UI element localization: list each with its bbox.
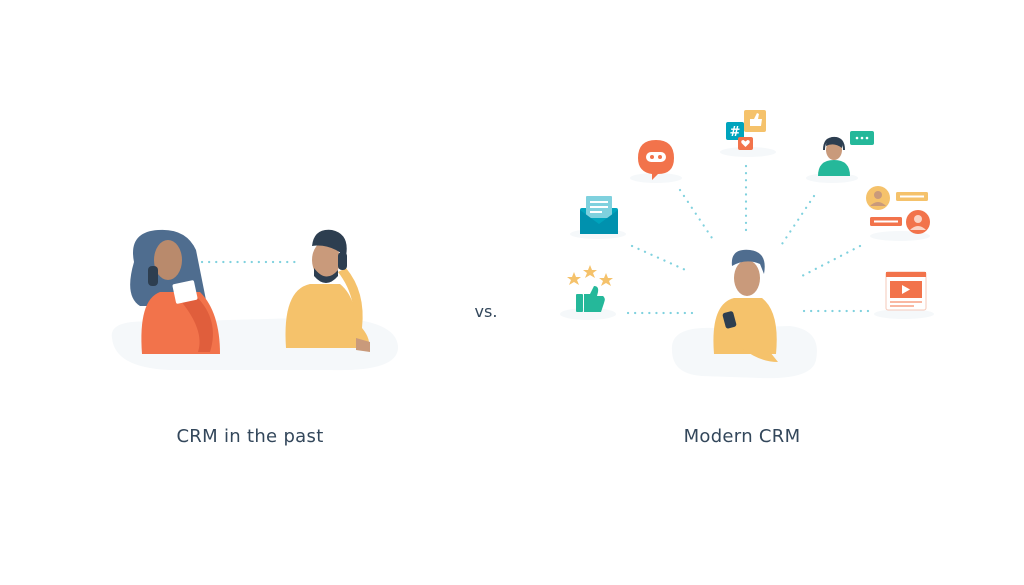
- man-face: [312, 241, 340, 279]
- modern-user: [713, 249, 778, 362]
- woman-paper: [172, 280, 198, 304]
- svg-text:#: #: [730, 125, 741, 140]
- man-hand: [356, 338, 370, 352]
- email-icon: [570, 196, 626, 239]
- woman-phone: [148, 266, 158, 286]
- connector-messaging: [800, 244, 862, 278]
- man-phone: [338, 252, 347, 270]
- versus-label: vs.: [474, 302, 498, 321]
- connector-email: [630, 244, 692, 274]
- modern-crm-illustration: #: [560, 110, 934, 379]
- past-crm-illustration: [111, 229, 399, 371]
- chatbot-icon: [630, 140, 682, 183]
- man-on-phone: [285, 229, 370, 352]
- user-face: [734, 260, 760, 296]
- video-icon: [874, 271, 934, 319]
- woman-arm: [180, 296, 213, 352]
- user-phone: [722, 311, 737, 329]
- modern-crm-caption: Modern CRM: [683, 426, 801, 447]
- user-hair: [731, 249, 765, 274]
- man-beard: [314, 268, 338, 283]
- user-arm: [724, 320, 778, 362]
- woman-face: [154, 240, 182, 280]
- man-arm: [338, 268, 370, 350]
- channel-connectors: [626, 164, 874, 315]
- live-chat-agent-icon: [806, 131, 874, 183]
- man-hair: [312, 229, 347, 256]
- reviews-icon: [560, 265, 616, 320]
- connector-agent: [780, 194, 816, 246]
- man-body: [285, 284, 359, 348]
- messaging-icon: [866, 186, 930, 241]
- connector-chatbot: [678, 188, 714, 240]
- woman-on-phone: [130, 229, 220, 354]
- past-crm-caption: CRM in the past: [176, 426, 324, 447]
- social-media-icon: #: [720, 110, 776, 157]
